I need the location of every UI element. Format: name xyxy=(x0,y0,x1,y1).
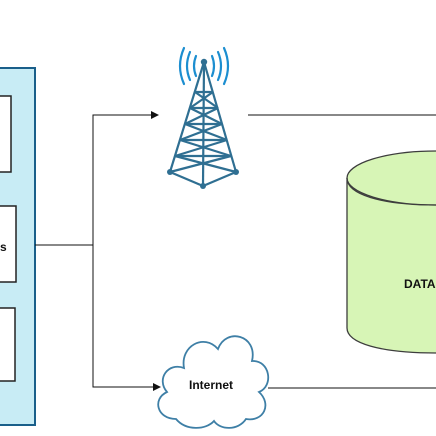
database-rim xyxy=(346,177,436,206)
cloud-icon xyxy=(157,335,270,429)
connector-split-to-internet xyxy=(92,245,161,391)
tower-foot-left xyxy=(167,169,173,175)
connector-split-to-tower xyxy=(92,111,159,245)
database-body-outline xyxy=(346,178,436,354)
signal-waves xyxy=(178,46,230,86)
internet-label: Internet xyxy=(189,378,233,392)
panel-box-middle xyxy=(0,205,17,283)
radio-tower-icon xyxy=(167,46,239,189)
database-body xyxy=(347,178,436,353)
database-cylinder-icon: DATA xyxy=(346,150,436,354)
database-label: DATA xyxy=(404,277,436,291)
panel-box-top xyxy=(0,95,12,173)
tower-top-node xyxy=(200,58,208,66)
tower-foot-right xyxy=(233,169,239,175)
left-device-panel: s xyxy=(0,67,36,426)
panel-box-middle-label: s xyxy=(0,240,7,254)
panel-box-bottom xyxy=(0,307,16,382)
internet-cloud: Internet xyxy=(157,335,270,429)
connectors xyxy=(35,111,436,391)
tower-foot-center xyxy=(200,183,206,189)
tower-structure xyxy=(168,61,238,188)
